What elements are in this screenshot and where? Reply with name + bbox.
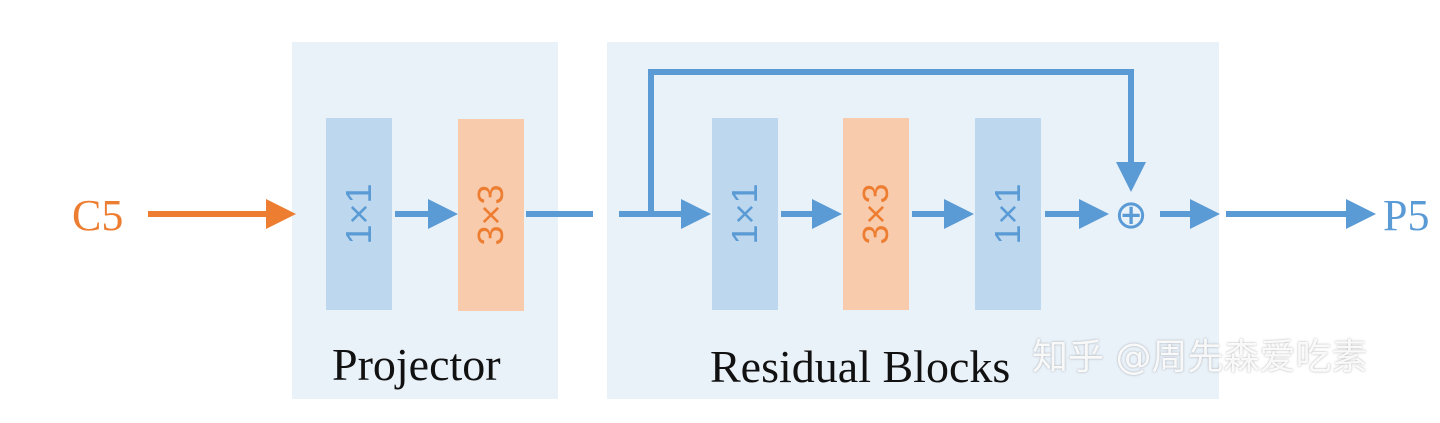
sum-symbol: ⊕ [1114, 192, 1148, 238]
input-label: C5 [72, 191, 124, 240]
watermark: 知乎 @周先森爱吃素 [1032, 337, 1368, 378]
skip-connection [648, 69, 1146, 214]
projector-conv-1x1: 1×1 [326, 118, 392, 310]
residual-blocks-title: Residual Blocks [710, 341, 1011, 392]
residual-conv-1x1-b: 1×1 [975, 118, 1041, 310]
residual-conv-3x3: 3×3 [843, 118, 909, 310]
projector-conv-3x3: 3×3 [458, 119, 524, 311]
output-label: P5 [1383, 191, 1430, 240]
residual-conv-1x1-a: 1×1 [712, 118, 778, 310]
projector-title: Projector [332, 339, 501, 390]
